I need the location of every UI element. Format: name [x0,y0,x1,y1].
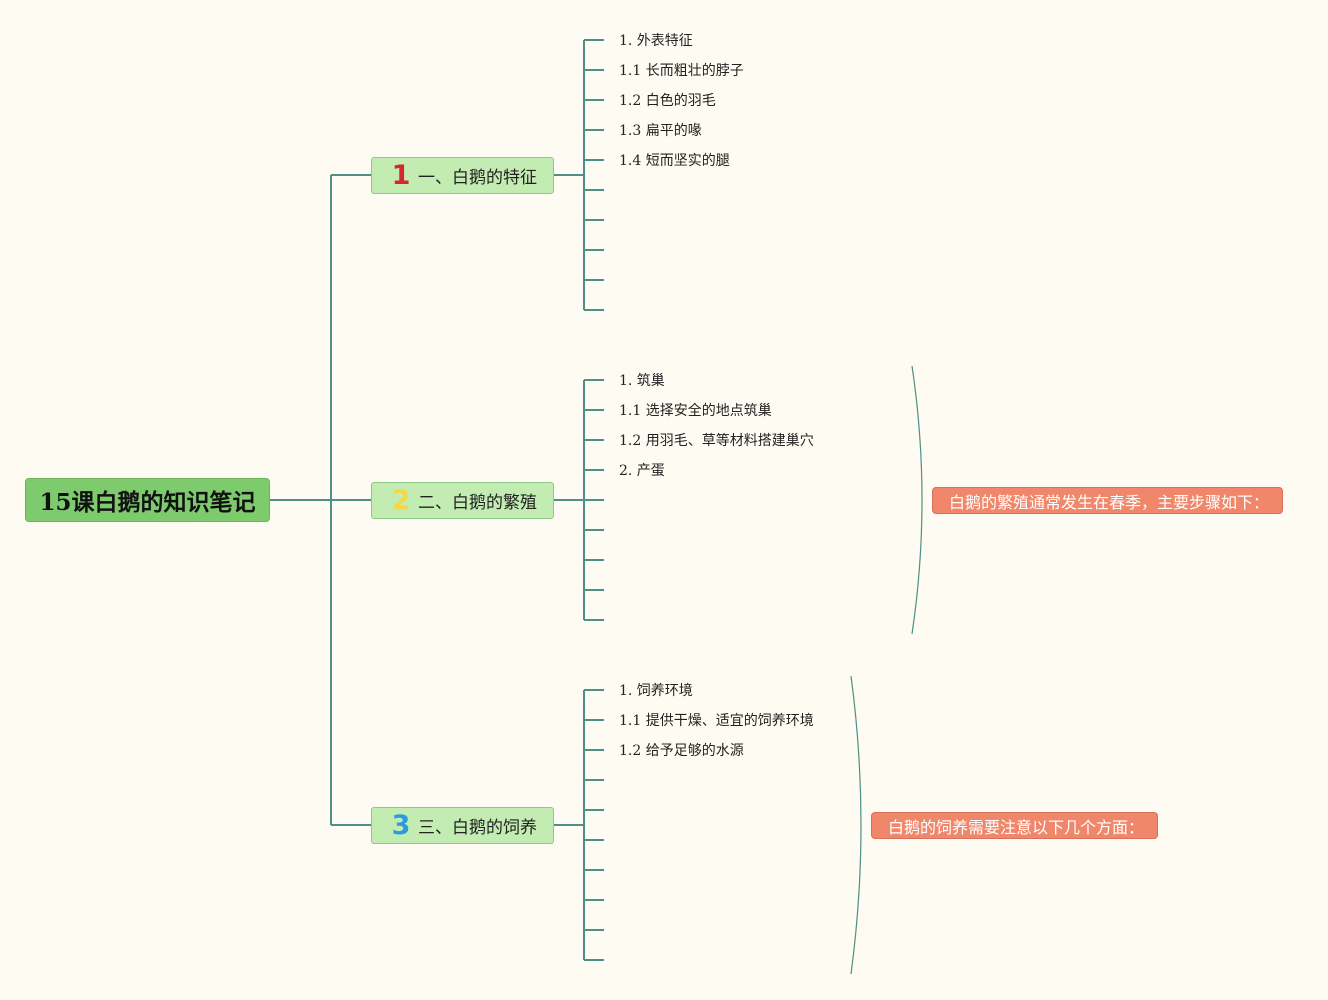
leaf-item[interactable]: 1.2 给予足够的水源 [619,743,744,759]
leaf-item[interactable]: 1. 筑巢 [619,373,665,389]
leaf-item[interactable]: 2. 产蛋 [619,463,665,479]
leaf-item[interactable]: 1.1 选择安全的地点筑巢 [619,403,772,419]
leaf-item[interactable]: 1.2 用羽毛、草等材料搭建巢穴 [619,433,814,449]
leaf-item[interactable]: 1.3 扁平的喙 [619,123,702,139]
summary-breeding[interactable]: 白鹅的繁殖通常发生在春季，主要步骤如下： [932,487,1283,514]
leaf-item[interactable]: 1.2 白色的羽毛 [619,93,716,109]
number-1-icon: 1 [391,160,411,191]
branch-topic-breeding[interactable]: 2 二、白鹅的繁殖 [371,482,554,519]
leaf-item[interactable]: 1.4 短而坚实的腿 [619,153,730,169]
branch-title: 三、白鹅的饲养 [418,818,537,838]
number-2-icon: 2 [391,485,411,516]
leaf-item[interactable]: 1.1 提供干燥、适宜的饲养环境 [619,713,814,729]
leaf-item[interactable]: 1.1 长而粗壮的脖子 [619,63,744,79]
leaf-item[interactable]: 1. 饲养环境 [619,683,693,699]
number-3-icon: 3 [391,810,411,841]
branch-topic-features[interactable]: 1 一、白鹅的特征 [371,157,554,194]
leaf-item[interactable]: 1. 外表特征 [619,33,693,49]
branch-title: 二、白鹅的繁殖 [418,493,537,513]
root-topic[interactable]: 15课白鹅的知识笔记 [25,478,270,522]
branch-title: 一、白鹅的特征 [418,168,537,188]
summary-raising[interactable]: 白鹅的饲养需要注意以下几个方面： [871,812,1158,839]
branch-topic-raising[interactable]: 3 三、白鹅的饲养 [371,807,554,844]
